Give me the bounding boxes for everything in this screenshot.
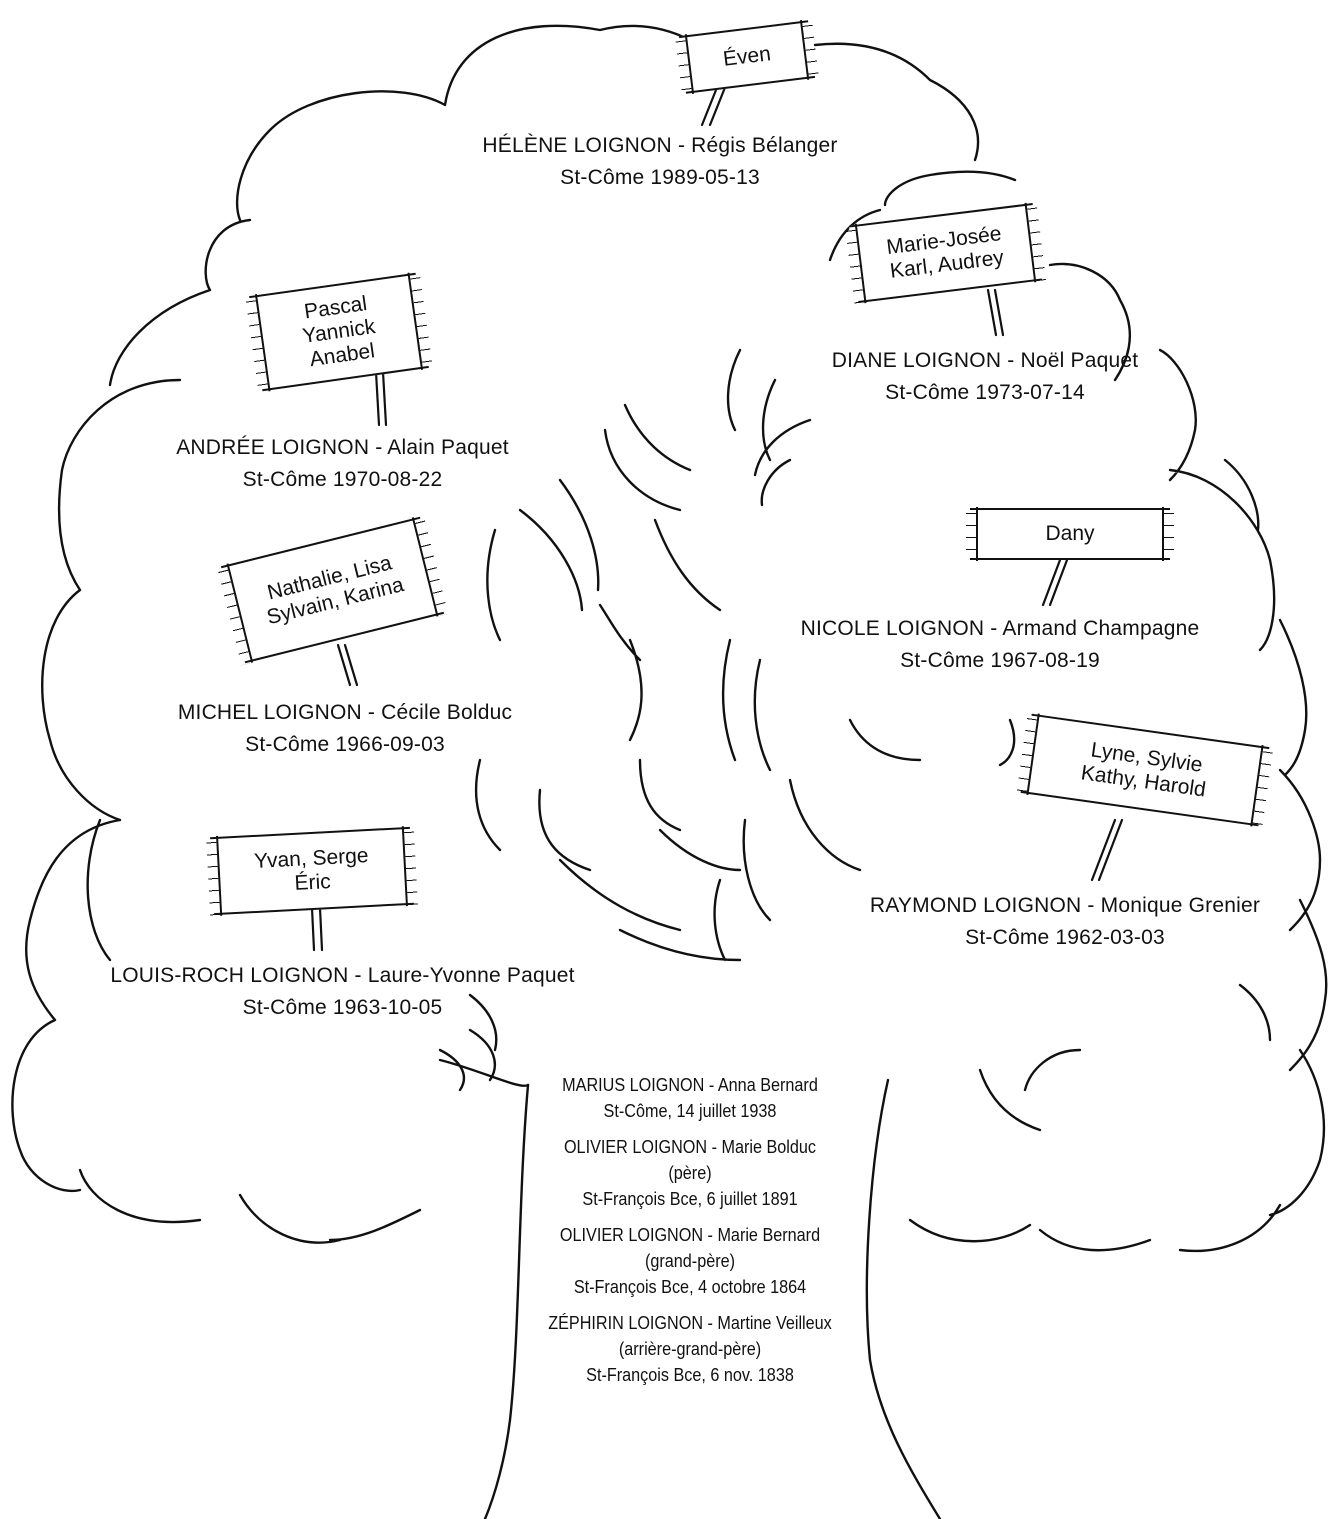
post-nicole-1: [1041, 558, 1062, 607]
post-michel-2: [343, 643, 359, 687]
inner-cloud-strokes: [86, 208, 1272, 1132]
couple-label-louisroch: LOUIS-ROCH LOIGNON - Laure-Yvonne Paquet…: [55, 960, 630, 1024]
ancestor-names: MARIUS LOIGNON - Anna Bernard: [562, 1075, 818, 1095]
couple-label-diane: DIANE LOIGNON - Noël Paquet St-Côme 1973…: [770, 345, 1200, 409]
post-michel-1: [336, 643, 352, 687]
couple-place-date: St-Côme 1970-08-22: [242, 468, 443, 491]
post-andree-2: [381, 370, 388, 427]
post-raymond-2: [1097, 818, 1124, 882]
post-andree-1: [374, 370, 381, 427]
ancestor-entry: OLIVIER LOIGNON - Marie Bolduc (père) St…: [510, 1134, 870, 1212]
ancestor-place-date: St-François Bce, 4 octobre 1864: [573, 1277, 807, 1297]
couple-label-andree: ANDRÉE LOIGNON - Alain Paquet St-Côme 19…: [125, 432, 560, 496]
couple-place-date: St-Côme 1989-05-13: [560, 166, 760, 189]
couple-names: HÉLÈNE LOIGNON - Régis Bélanger: [482, 134, 838, 157]
couple-label-nicole: NICOLE LOIGNON - Armand Champagne St-Côm…: [740, 613, 1260, 677]
post-even-2: [708, 83, 728, 127]
ancestor-role: (arrière-grand-père): [618, 1339, 762, 1359]
ancestors-list: MARIUS LOIGNON - Anna Bernard St-Côme, 1…: [510, 1072, 870, 1398]
canopy-outline: [11, 24, 1328, 1253]
post-nicole-2: [1048, 558, 1069, 607]
couple-names: RAYMOND LOIGNON - Monique Grenier: [869, 894, 1261, 917]
ancestor-names: OLIVIER LOIGNON - Marie Bernard: [559, 1225, 821, 1245]
couple-names: DIANE LOIGNON - Noël Paquet: [831, 349, 1139, 372]
post-even-1: [700, 83, 720, 127]
post-raymond-1: [1090, 818, 1117, 882]
child-name: Éven: [721, 42, 773, 71]
ancestor-entry: ZÉPHIRIN LOIGNON - Martine Veilleux (arr…: [510, 1310, 870, 1388]
couple-label-helene: HÉLÈNE LOIGNON - Régis Bélanger St-Côme …: [420, 130, 900, 194]
couple-names: MICHEL LOIGNON - Cécile Bolduc: [177, 701, 513, 724]
children-sign-louisroch: Yvan, Serge Éric: [210, 826, 414, 916]
trunk-left-line: [483, 1083, 530, 1519]
ancestor-names: OLIVIER LOIGNON - Marie Bolduc: [563, 1137, 817, 1157]
child-name: Dany: [1045, 522, 1095, 545]
post-louisroch-2: [318, 906, 324, 952]
couple-names: NICOLE LOIGNON - Armand Champagne: [800, 617, 1200, 640]
post-louisroch-1: [310, 906, 316, 952]
couple-names: ANDRÉE LOIGNON - Alain Paquet: [176, 436, 509, 459]
post-diane-2: [993, 288, 1005, 337]
couple-place-date: St-Côme 1973-07-14: [885, 381, 1085, 404]
couple-names: LOUIS-ROCH LOIGNON - Laure-Yvonne Paquet: [110, 964, 575, 987]
couple-place-date: St-Côme 1962-03-03: [965, 926, 1165, 949]
couple-place-date: St-Côme 1963-10-05: [242, 996, 443, 1019]
trunk-right-line: [865, 1078, 942, 1519]
couple-place-date: St-Côme 1967-08-19: [900, 649, 1100, 672]
couple-place-date: St-Côme 1966-09-03: [245, 733, 445, 756]
ancestor-role: (grand-père): [644, 1251, 736, 1271]
ancestor-role: (père): [668, 1163, 712, 1183]
children-sign-nicole: Dany: [966, 507, 1174, 561]
ancestor-entry: MARIUS LOIGNON - Anna Bernard St-Côme, 1…: [510, 1072, 870, 1124]
ancestor-entry: OLIVIER LOIGNON - Marie Bernard (grand-p…: [510, 1222, 870, 1300]
ancestor-place-date: St-François Bce, 6 juillet 1891: [582, 1189, 798, 1209]
ancestor-names: ZÉPHIRIN LOIGNON - Martine Veilleux: [548, 1313, 832, 1333]
ancestor-place-date: St-François Bce, 6 nov. 1838: [586, 1365, 794, 1385]
post-diane-1: [986, 288, 998, 337]
couple-label-raymond: RAYMOND LOIGNON - Monique Grenier St-Côm…: [820, 890, 1310, 954]
ancestor-place-date: St-Côme, 14 juillet 1938: [603, 1101, 777, 1121]
couple-label-michel: MICHEL LOIGNON - Cécile Bolduc St-Côme 1…: [115, 697, 575, 761]
